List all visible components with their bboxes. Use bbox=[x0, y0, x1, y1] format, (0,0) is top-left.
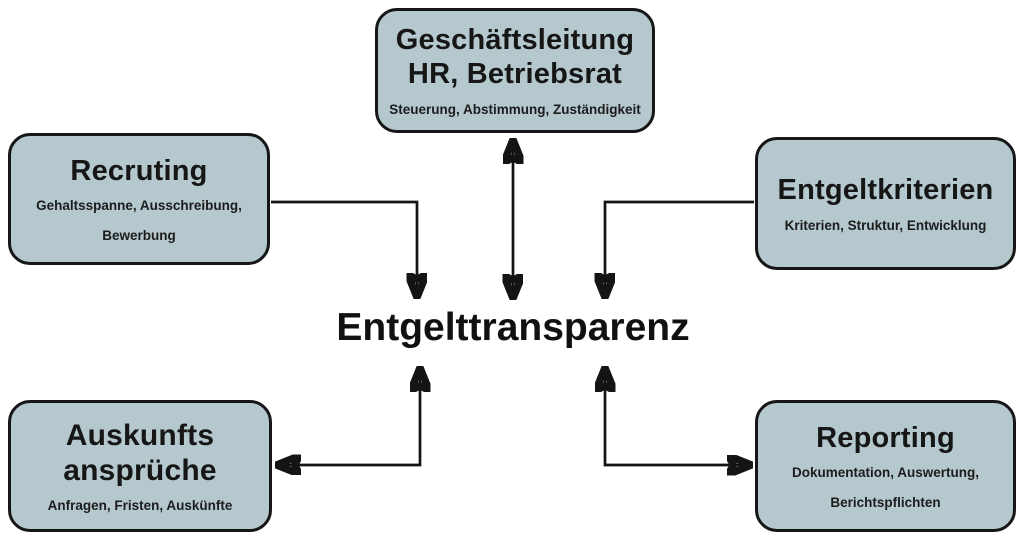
node-recruting-title: Recruting bbox=[70, 154, 207, 188]
node-reporting: Reporting Dokumentation, Auswertung, Ber… bbox=[755, 400, 1016, 532]
node-entgeltkriterien: Entgeltkriterien Kriterien, Struktur, En… bbox=[755, 137, 1016, 270]
node-auskunftsansprueche: Auskunfts ansprüche Anfragen, Fristen, A… bbox=[8, 400, 272, 532]
node-recruting: Recruting Gehaltsspanne, Ausschreibung, … bbox=[8, 133, 270, 265]
arrow-recruting-to-center bbox=[271, 200, 417, 297]
node-reporting-subtitle: Dokumentation, Auswertung, Berichtspflic… bbox=[792, 455, 979, 510]
title-line: ansprüche bbox=[63, 453, 217, 487]
subtitle-line: Gehaltsspanne, Ausschreibung, bbox=[36, 198, 242, 214]
subtitle-line: Bewerbung bbox=[102, 227, 176, 243]
title-line: Reporting bbox=[816, 422, 955, 455]
subtitle-line: Kriterien, Struktur, Entwicklung bbox=[784, 217, 987, 233]
arrow-center-auskunft bbox=[277, 368, 420, 465]
title-line: Entgeltkriterien bbox=[777, 174, 994, 207]
arrow-entgeltkriterien-to-center bbox=[605, 200, 754, 297]
title-line: Auskunfts bbox=[65, 418, 215, 452]
subtitle-line: Steuerung, Abstimmung, Zuständigkeit bbox=[389, 101, 641, 117]
node-auskunftsansprueche-title: Auskunfts ansprüche bbox=[63, 418, 217, 489]
node-entgeltkriterien-subtitle: Kriterien, Struktur, Entwicklung bbox=[785, 208, 987, 234]
subtitle-line: Dokumentation, Auswertung, bbox=[791, 465, 979, 481]
node-entgeltkriterien-title: Entgeltkriterien bbox=[778, 173, 994, 207]
title-line: Geschäftsleitung bbox=[395, 24, 635, 57]
title-line: HR, Betriebsrat bbox=[407, 58, 623, 91]
node-geschaeftsleitung-subtitle: Steuerung, Abstimmung, Zuständigkeit bbox=[389, 92, 641, 118]
subtitle-line: Berichtspflichten bbox=[830, 494, 941, 510]
title-line: Recruting bbox=[70, 155, 208, 188]
node-auskunftsansprueche-subtitle: Anfragen, Fristen, Auskünfte bbox=[48, 488, 233, 514]
node-recruting-subtitle: Gehaltsspanne, Ausschreibung, Bewerbung bbox=[36, 188, 242, 243]
center-title: Entgelttransparenz bbox=[336, 306, 690, 349]
subtitle-line: Anfragen, Fristen, Auskünfte bbox=[47, 498, 233, 514]
node-reporting-title: Reporting bbox=[816, 421, 955, 455]
arrow-center-reporting bbox=[605, 368, 751, 465]
node-geschaeftsleitung-title: Geschäftsleitung HR, Betriebsrat bbox=[396, 23, 634, 91]
node-geschaeftsleitung: Geschäftsleitung HR, Betriebsrat Steueru… bbox=[375, 8, 655, 133]
